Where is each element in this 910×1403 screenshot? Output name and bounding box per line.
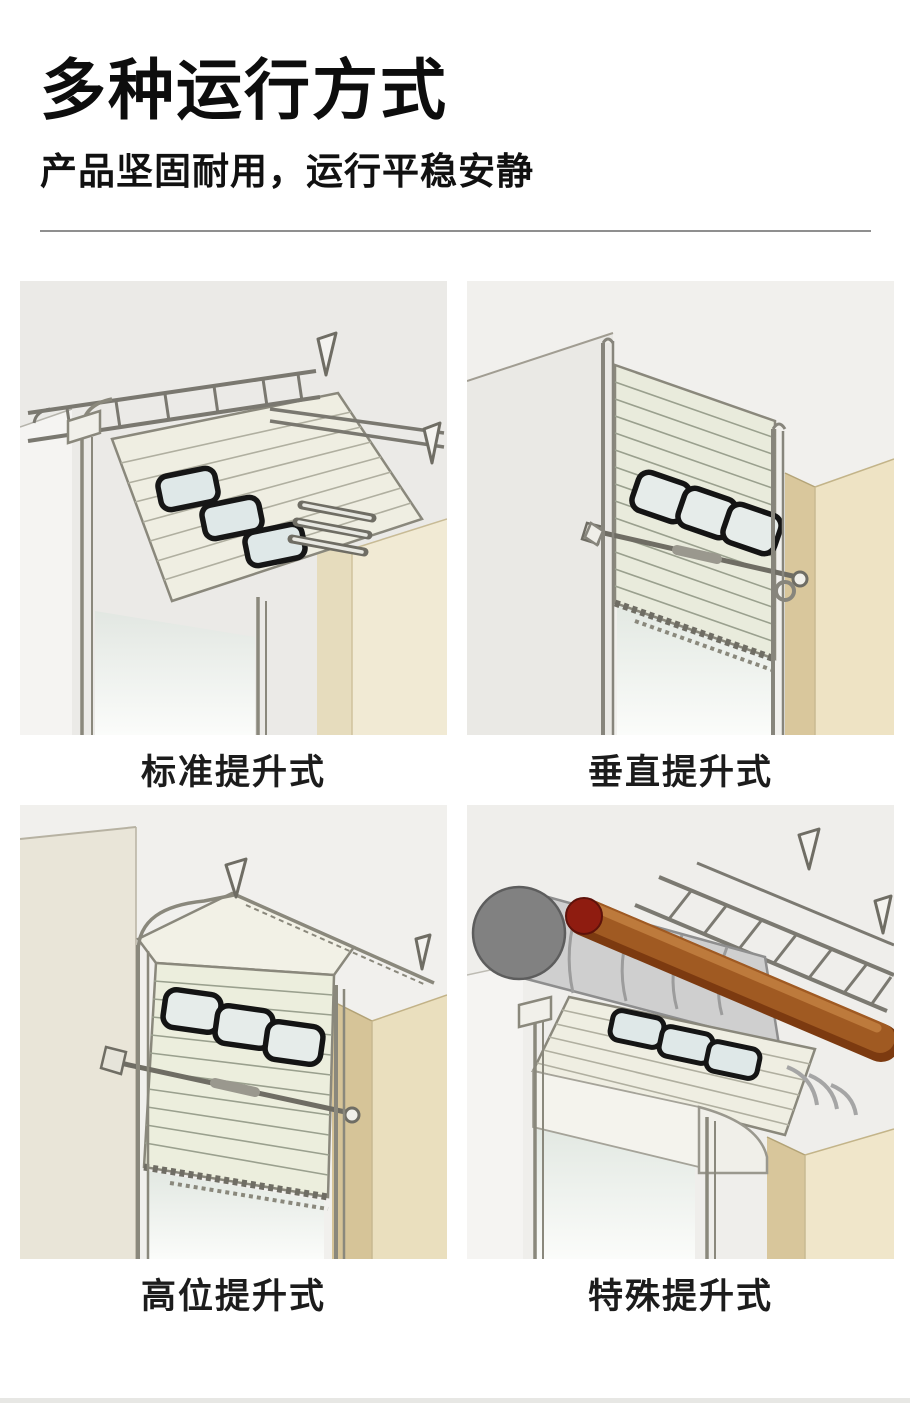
next-section-divider <box>0 1398 910 1403</box>
door-windows <box>629 469 784 557</box>
door-bottom-seal <box>143 1163 329 1201</box>
mode-card-standard-lift: 标准提升式 <box>20 280 447 805</box>
door-bottom-seal <box>613 599 777 663</box>
door-windows <box>607 1007 763 1081</box>
door-frame-posts <box>517 995 716 1259</box>
drum-far-rings <box>786 1064 858 1116</box>
left-wall <box>467 962 524 1259</box>
mode-card-vertical-lift: 垂直提升式 <box>467 280 894 805</box>
drive-shaft <box>565 896 894 1062</box>
left-wall <box>20 825 137 1259</box>
wall-corner-beige <box>766 1128 894 1259</box>
wall-corner-beige <box>784 458 894 735</box>
page-title: 多种运行方式 <box>40 53 448 127</box>
mode-card-high-lift: 高位提升式 <box>20 804 447 1329</box>
door-top-fold <box>136 891 356 977</box>
section-header: 多种运行方式 产品坚固耐用，运行平稳安静 <box>0 0 910 194</box>
mode-caption-standard-lift: 标准提升式 <box>140 753 326 793</box>
door-frame-posts <box>66 397 267 735</box>
door-panel <box>531 995 817 1137</box>
hanger-bracket <box>797 827 893 935</box>
door-panel <box>613 363 784 673</box>
vertical-lift-illustration <box>467 280 894 735</box>
wall-corner-beige <box>316 518 447 735</box>
door-opening <box>537 1126 695 1259</box>
header-divider <box>40 229 871 232</box>
hanger-bracket <box>224 857 432 971</box>
left-wall <box>467 331 614 735</box>
track-rails <box>136 893 435 1259</box>
door-opening <box>95 610 255 735</box>
door-slats <box>536 1009 811 1126</box>
mode-caption-special-lift: 特殊提升式 <box>587 1277 773 1317</box>
door-windows <box>155 465 308 569</box>
wall-corner-beige <box>331 994 447 1259</box>
vertical-track-left <box>583 337 615 735</box>
door-opening <box>148 1170 324 1259</box>
door-panel <box>110 391 424 603</box>
standard-lift-illustration <box>20 280 447 735</box>
special-lift-illustration <box>467 804 894 1259</box>
door-opening <box>617 602 773 735</box>
mode-caption-vertical-lift: 垂直提升式 <box>587 753 773 793</box>
modes-grid: 标准提升式 <box>0 280 910 1329</box>
door-windows <box>160 986 326 1067</box>
hanger-bracket <box>316 331 442 465</box>
ceiling-track-ladder <box>27 368 445 449</box>
mode-card-special-lift: 特殊提升式 <box>467 804 894 1329</box>
high-lift-illustration <box>20 804 447 1259</box>
torsion-bar <box>99 1045 361 1124</box>
vertical-track-right <box>771 422 796 735</box>
mode-caption-high-lift: 高位提升式 <box>140 1277 326 1317</box>
door-panel <box>142 961 336 1211</box>
left-wall <box>20 408 73 735</box>
horizontal-track-ends <box>287 500 377 557</box>
page-subtitle: 产品坚固耐用，运行平稳安静 <box>40 151 534 193</box>
